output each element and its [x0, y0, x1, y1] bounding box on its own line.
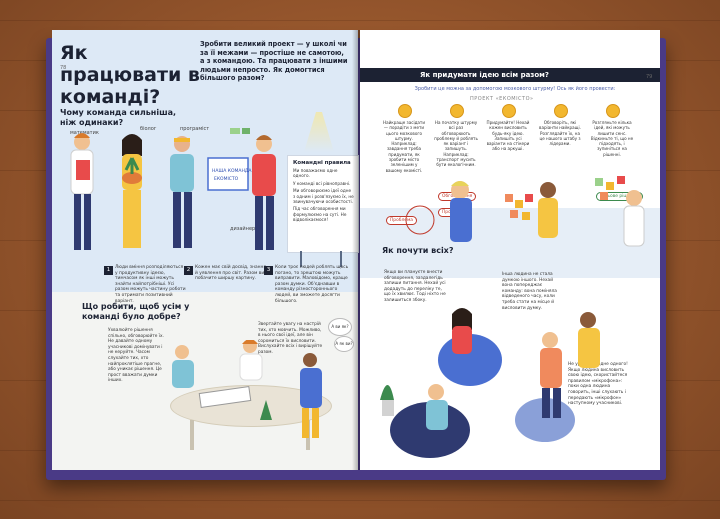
- rules-title: Командні правила: [293, 160, 351, 166]
- role-label: математик: [70, 130, 99, 136]
- right-subtitle: Зробити це можна за допомогою мозкового …: [414, 86, 616, 92]
- chat-icon: [554, 104, 568, 118]
- rule-item: Ми поважаємо одне одного.: [293, 168, 338, 179]
- point-number: 3: [264, 266, 273, 275]
- lightbulb-icon: [502, 104, 516, 118]
- page-title-right: Як придумати ідею всім разом?: [420, 71, 549, 79]
- lightbulb-icon: [398, 104, 412, 118]
- brainstorm-illustration: [405, 176, 645, 247]
- rule-item: Ми обговорюємо ідеї одне з одним і розв'…: [293, 188, 354, 205]
- question-strong: Чому команда сильніша, ніж одинаки?: [60, 108, 177, 127]
- point-text: Люди вміння розподіляються у продуктивну…: [115, 265, 186, 304]
- paragraph-right-b: Інша людина не стала думкою іншого. Неха…: [502, 272, 557, 311]
- team-rules-board: Командні правила Ми поважаємо одне одног…: [287, 155, 359, 253]
- board-label-text: НАША КОМАНДА: [212, 168, 252, 174]
- point-text: Коли троє людей роблять щось погано, то …: [275, 265, 349, 304]
- target-icon: [450, 104, 464, 118]
- board-leg: [300, 251, 302, 267]
- speech-bubble: А як ви?: [334, 336, 354, 352]
- paragraph-mid: Звертайте увагу на настрій тих, хто мовч…: [258, 322, 323, 355]
- right-page-header-bar: [360, 68, 660, 82]
- page-number-right: 79: [646, 74, 653, 80]
- table-people-illustration: [172, 340, 322, 438]
- project-label: ПРОЕКТ «ЕКОМІСТО»: [470, 96, 534, 102]
- role-label: біолог: [140, 126, 157, 132]
- paragraph-right-a: Якщо ви плануєте внести обговорення, заз…: [384, 270, 446, 303]
- board-leg: [340, 251, 342, 267]
- table-leg: [190, 420, 194, 450]
- role-label: дизайнер: [230, 226, 256, 232]
- question-hear-all: Як почути всіх?: [382, 246, 454, 255]
- role-label: програміст: [180, 126, 210, 132]
- board-label-text-2: ЕКОМІСТО: [214, 176, 239, 182]
- tag-solution: Цільове рішення: [596, 192, 643, 201]
- point-text: Кожен має свій досвід, знання й уявлення…: [195, 265, 267, 282]
- rule-item: У команді всі рівноправні.: [293, 180, 351, 186]
- rule-item: Під час обговорення ми формулюємо на сут…: [293, 206, 347, 223]
- question-how-left: Що робити, щоб усім у команді було добре…: [82, 302, 190, 321]
- step-text: Найкраще засідати — порадіти з мети цьог…: [383, 120, 425, 173]
- point-number: 1: [104, 266, 113, 275]
- step-text: Обговоріть, які варіанти найкращі. Розгл…: [539, 120, 581, 147]
- intro-text: Зробити великий проект — у школі чи за ї…: [200, 40, 348, 83]
- step-text: Розгляньте кілька ідей, які можуть лишит…: [590, 120, 634, 157]
- team-illustration: НАША КОМАНДА ЕКОМІСТО: [70, 128, 276, 250]
- checkmark-icon: [606, 104, 620, 118]
- point-number: 2: [184, 266, 193, 275]
- tag-problem: Проблема: [386, 216, 417, 225]
- page-number-left: 78: [60, 65, 67, 71]
- discussion-illustration: [380, 308, 600, 458]
- step-text: На початку штурму всі раз обговорюють пр…: [434, 120, 478, 168]
- step-text: Придумайте! Нехай кожен висловить будь-я…: [486, 120, 530, 152]
- paragraph-left: Ухвалюйте рішення спільно, обговорюйте ї…: [108, 328, 164, 384]
- speech-bubble: А ви як?: [328, 318, 352, 336]
- page-title-left: Як працювати в команді?: [60, 42, 200, 108]
